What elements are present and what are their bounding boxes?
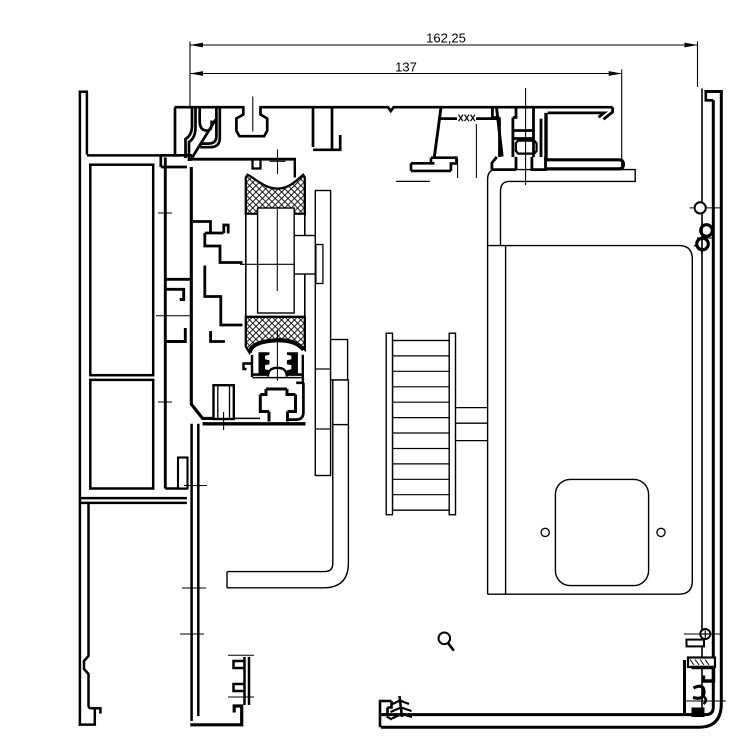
svg-text:137: 137 (395, 59, 417, 74)
svg-text:162,25: 162,25 (426, 31, 466, 46)
